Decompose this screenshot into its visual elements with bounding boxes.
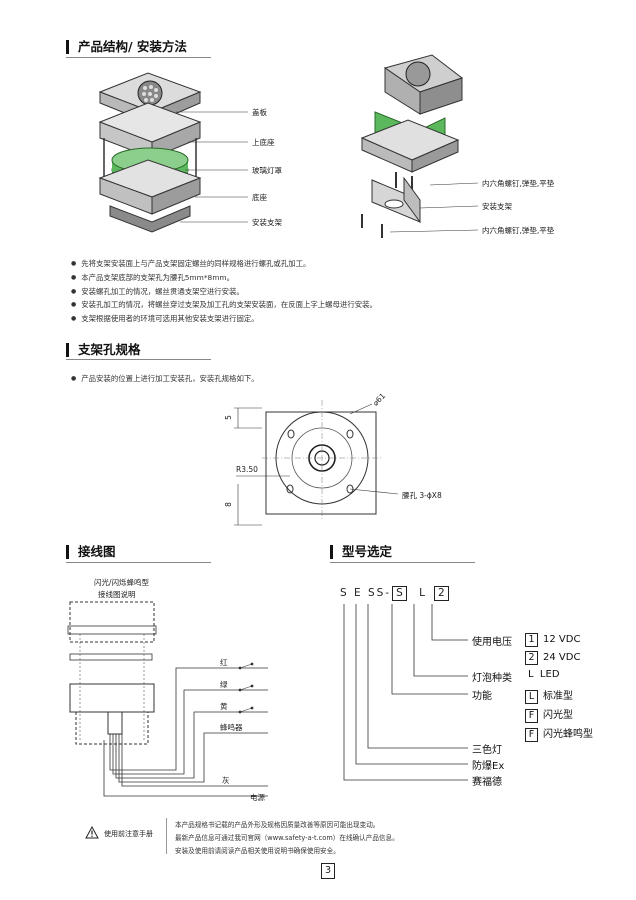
section-title-wiring: 接线图 <box>66 545 116 559</box>
section-rule-bracket-hole <box>66 359 211 360</box>
bulb-label: 灯泡种类 <box>472 673 512 684</box>
function-option-flash-buzzer-code: F <box>525 728 538 742</box>
function-option-flash-text: 闪光型 <box>543 710 573 721</box>
wire-buzzer: 蜂鸣器 <box>220 723 243 732</box>
section-rule-model <box>330 562 475 563</box>
wire-power: 电源 <box>250 793 265 802</box>
voltage-label: 使用电压 <box>472 637 512 648</box>
dim-side: 8 <box>223 502 233 507</box>
function-option-flash: F 闪光型 <box>525 706 573 723</box>
voltage-option-2-text: 24 VDC <box>543 652 581 663</box>
install-note: 安装螺孔加工的情况，螺丝贯通支架空进行安装。 <box>71 285 551 299</box>
dim-diameter: ⌀61 <box>370 391 388 408</box>
function-option-standard: L 标准型 <box>525 687 573 704</box>
wire-gray: 灰 <box>222 776 230 785</box>
callout-screw-top: 内六角螺钉,弹垫,平垫 <box>482 179 555 188</box>
dim-top: 5 <box>223 415 233 420</box>
page-number: 3 <box>321 863 335 879</box>
model-code-prefix: S E SS- <box>340 587 392 599</box>
voltage-option-1: 1 12 VDC <box>525 633 580 647</box>
brand-label: 赛福德 <box>472 777 502 788</box>
function-option-flash-buzzer: F 闪光蜂鸣型 <box>525 725 593 742</box>
dim-slot: 腰孔 3-ϕX8 <box>402 491 442 500</box>
section-rule-wiring <box>66 562 211 563</box>
install-note: 先将支架安装面上与产品支架固定螺丝的同样规格进行螺孔或孔加工。 <box>71 257 551 271</box>
function-option-standard-text: 标准型 <box>543 691 573 702</box>
wire-yellow: 黄 <box>220 702 228 711</box>
install-notes: 先将支架安装面上与产品支架固定螺丝的同样规格进行螺孔或孔加工。 本产品支架底部的… <box>71 257 551 326</box>
callout-cover: 盖板 <box>252 108 267 117</box>
callout-base: 底座 <box>252 193 267 202</box>
voltage-option-1-code: 1 <box>525 633 538 647</box>
footer-line-2: 最新产品信息可通过我司官网（www.safety-a-t.com）在线确认产品信… <box>175 834 399 842</box>
callout-screw-bottom: 内六角螺钉,弹垫,平垫 <box>482 226 555 235</box>
function-option-standard-code: L <box>525 690 538 704</box>
section-title-model: 型号选定 <box>330 545 392 559</box>
wiring-caption-1: 闪光/闪烁蜂鸣型 <box>94 578 150 587</box>
explosion-label: 防爆Ex <box>472 761 505 772</box>
function-label: 功能 <box>472 691 492 702</box>
callout-install-bracket: 安装支架 <box>482 202 512 211</box>
wire-red: 红 <box>220 658 228 667</box>
model-code-voltage-box: 2 <box>433 586 449 601</box>
hole-note: ●产品安装的位置上进行加工安装孔，安装孔规格如下。 <box>71 374 259 383</box>
section-title-bracket-hole: 支架孔规格 <box>66 343 141 357</box>
section-rule-structure <box>66 57 211 58</box>
bulb-value: L LED <box>528 669 560 680</box>
wire-green: 绿 <box>220 680 228 689</box>
install-note: 支架根据使用者的环境可选用其他安装支架进行固定。 <box>71 312 551 326</box>
voltage-option-2: 2 24 VDC <box>525 651 580 665</box>
footer-line-3: 安装及使用前请阅读产品相关使用说明书确保使用安全。 <box>175 847 340 855</box>
tricolor-label: 三色灯 <box>472 745 502 756</box>
callout-mount-bracket: 安装支架 <box>252 218 282 227</box>
callout-glass-cover: 玻璃灯罩 <box>252 166 282 175</box>
footer-line-1: 本产品规格书记载的产品外形及规格因质量改善等原因可能出现变动。 <box>175 821 380 829</box>
voltage-option-1-text: 12 VDC <box>543 634 581 645</box>
wiring-caption-2: 接线图说明 <box>98 590 136 599</box>
function-option-flash-code: F <box>525 709 538 723</box>
model-code-bulb: L <box>419 587 427 599</box>
warning-icon <box>85 825 99 839</box>
footer-divider <box>166 818 167 854</box>
section-title-structure: 产品结构/ 安装方法 <box>66 40 187 54</box>
warning-title: 使用前注意手册 <box>104 830 153 838</box>
dim-radius: R3.50 <box>236 465 258 474</box>
callout-upper-base: 上底座 <box>252 138 275 147</box>
hole-note-text: 产品安装的位置上进行加工安装孔，安装孔规格如下。 <box>81 374 259 383</box>
install-note: 本产品支架底部的支架孔为腰孔5mm*8mm。 <box>71 271 551 285</box>
model-code-function-box: S <box>392 586 407 601</box>
voltage-option-2-code: 2 <box>525 651 538 665</box>
function-option-flash-buzzer-text: 闪光蜂鸣型 <box>543 729 593 740</box>
install-note: 安装孔加工的情况，将螺丝穿过支架及加工孔的支架安装面，在反面上字上螺母进行安装。 <box>71 298 551 312</box>
